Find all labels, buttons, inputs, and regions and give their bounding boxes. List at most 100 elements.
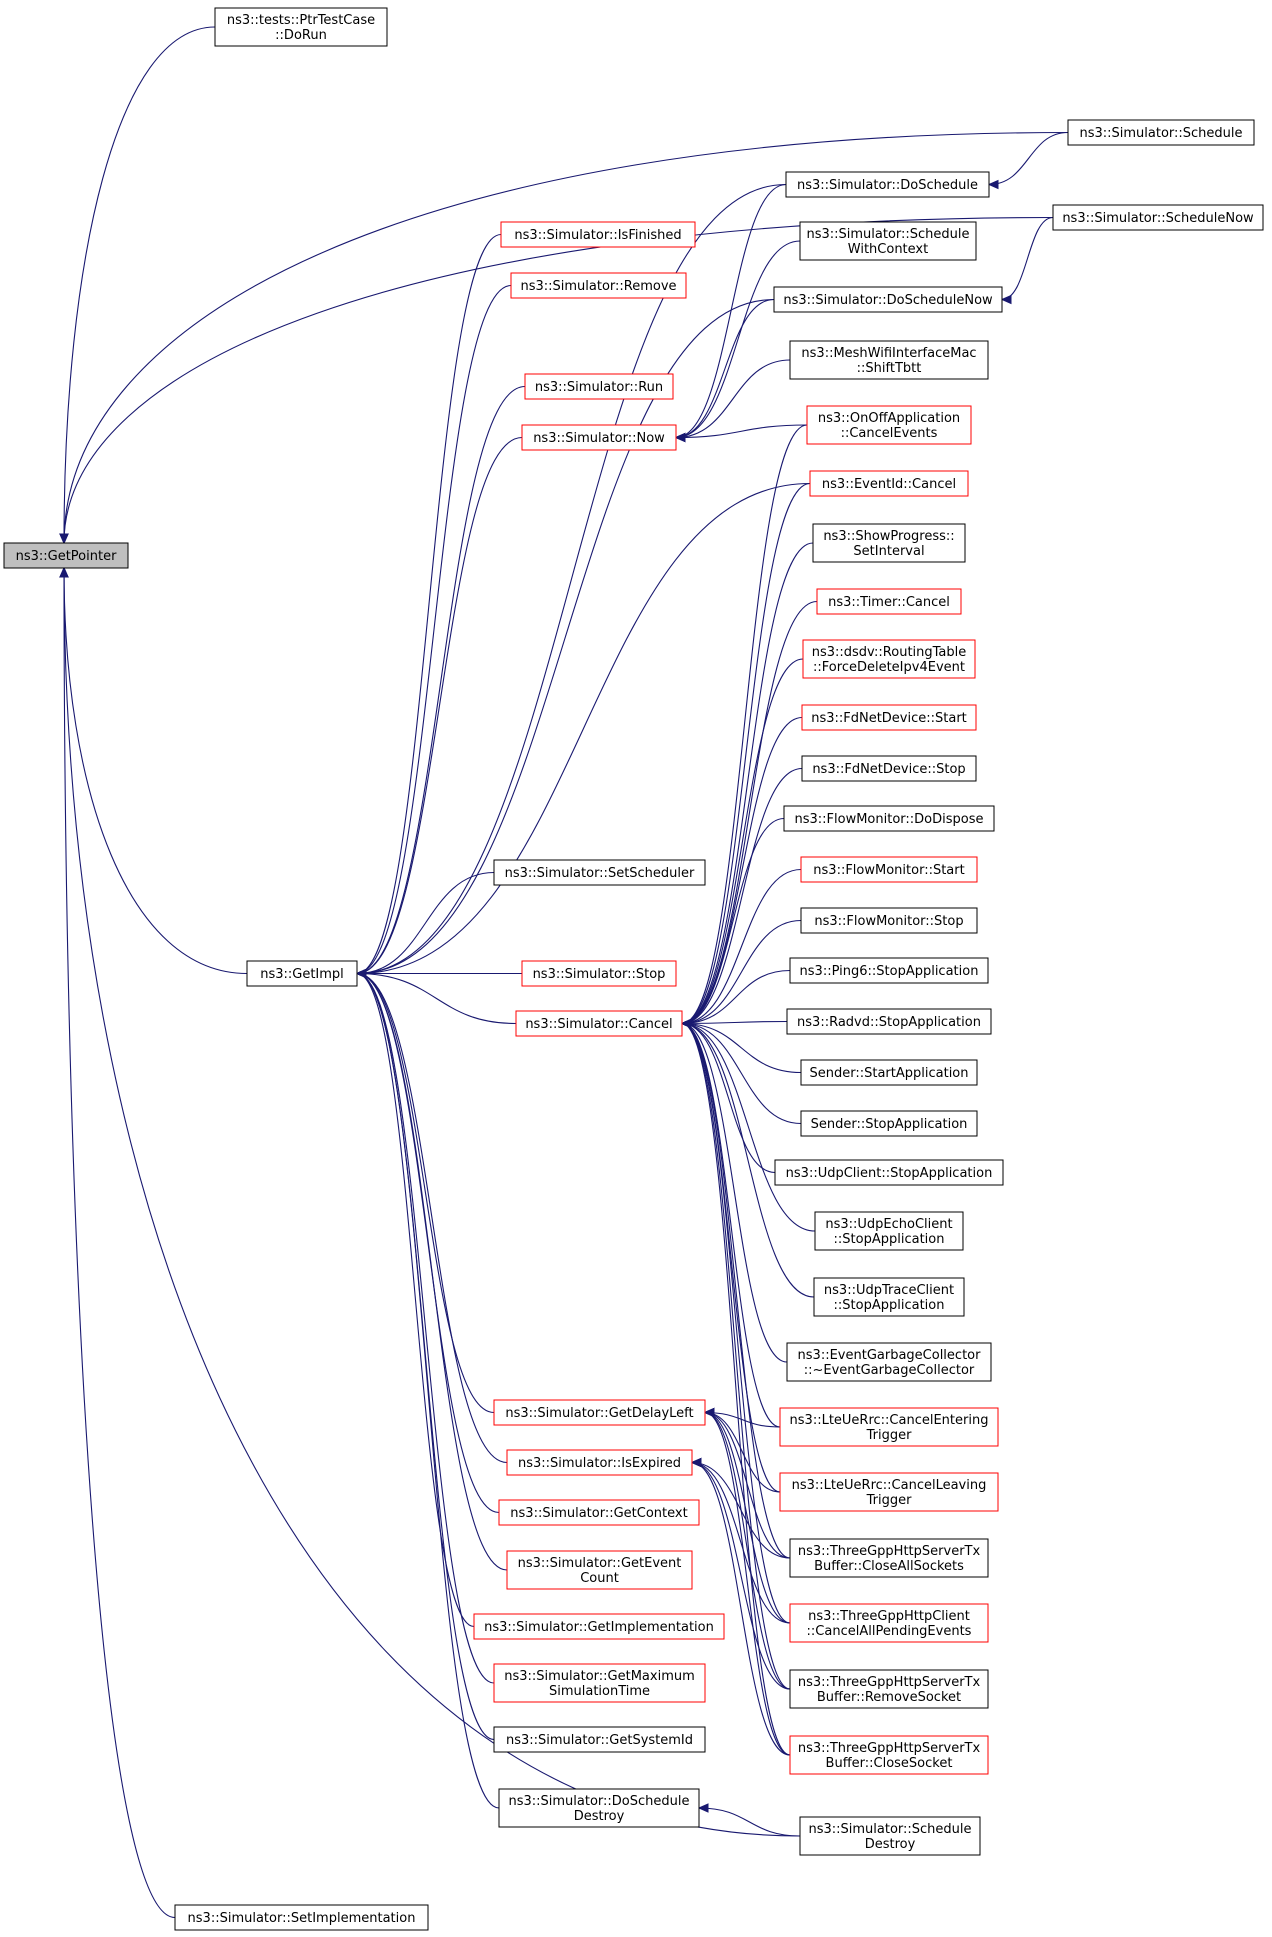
node-box[interactable]	[785, 171, 990, 198]
node-udptrace[interactable]: ns3::UdpTraceClient::StopApplication	[813, 1277, 965, 1317]
node-getsysid[interactable]: ns3::Simulator::GetSystemId	[493, 1726, 706, 1753]
node-box[interactable]	[521, 960, 677, 987]
node-box[interactable]	[493, 1399, 706, 1426]
node-closeall[interactable]: ns3::ThreeGppHttpServerTxBuffer::CloseAl…	[789, 1538, 989, 1578]
node-isfinished[interactable]: ns3::Simulator::IsFinished	[500, 221, 696, 248]
node-ping6[interactable]: ns3::Ping6::StopApplication	[789, 957, 989, 984]
node-getpointer[interactable]: ns3::GetPointer	[3, 542, 129, 569]
node-box[interactable]	[498, 1788, 700, 1828]
node-box[interactable]	[801, 704, 977, 731]
node-box[interactable]	[816, 588, 962, 615]
node-box[interactable]	[800, 907, 978, 934]
node-getimpl[interactable]: ns3::GetImpl	[246, 960, 358, 987]
node-setsched[interactable]: ns3::Simulator::SetScheduler	[493, 859, 706, 886]
node-gc[interactable]: ns3::EventGarbageCollector::~EventGarbag…	[786, 1342, 992, 1382]
node-timercancel[interactable]: ns3::Timer::Cancel	[816, 588, 962, 615]
node-box[interactable]	[1052, 204, 1264, 231]
node-box[interactable]	[498, 1499, 700, 1526]
node-getdelay[interactable]: ns3::Simulator::GetDelayLeft	[493, 1399, 706, 1426]
node-eventidcancel[interactable]: ns3::EventId::Cancel	[809, 470, 969, 497]
node-box[interactable]	[246, 960, 358, 987]
node-cancelpending[interactable]: ns3::ThreeGppHttpClient::CancelAllPendin…	[789, 1603, 989, 1643]
node-ptrtest[interactable]: ns3::tests::PtrTestCase::DoRun	[214, 7, 388, 47]
node-box[interactable]	[812, 523, 966, 563]
node-doschedule[interactable]: ns3::Simulator::DoSchedule	[785, 171, 990, 198]
node-udpclient[interactable]: ns3::UdpClient::StopApplication	[774, 1159, 1004, 1186]
node-fdstop[interactable]: ns3::FdNetDevice::Stop	[801, 755, 977, 782]
node-box[interactable]	[779, 1407, 999, 1447]
node-doschednow[interactable]: ns3::Simulator::DoScheduleNow	[773, 286, 1003, 313]
node-box[interactable]	[473, 1613, 725, 1640]
node-box[interactable]	[493, 859, 706, 886]
node-box[interactable]	[789, 1538, 989, 1578]
node-box[interactable]	[789, 1603, 989, 1643]
node-box[interactable]	[786, 1342, 992, 1382]
node-closesocket[interactable]: ns3::ThreeGppHttpServerTxBuffer::CloseSo…	[789, 1735, 989, 1775]
node-box[interactable]	[799, 1816, 981, 1856]
node-box[interactable]	[500, 221, 696, 248]
node-now[interactable]: ns3::Simulator::Now	[521, 424, 677, 451]
node-box[interactable]	[779, 1472, 999, 1512]
node-box[interactable]	[789, 340, 989, 380]
node-box[interactable]	[789, 1669, 989, 1709]
node-stop[interactable]: ns3::Simulator::Stop	[521, 960, 677, 987]
node-box[interactable]	[493, 1663, 706, 1703]
node-box[interactable]	[174, 1904, 429, 1931]
node-box[interactable]	[814, 1211, 964, 1251]
node-senderstop[interactable]: Sender::StopApplication	[800, 1110, 978, 1137]
node-meshwifi[interactable]: ns3::MeshWifiInterfaceMac::ShiftTbtt	[789, 340, 989, 380]
node-box[interactable]	[799, 221, 977, 261]
node-box[interactable]	[1067, 119, 1255, 146]
node-showprogress[interactable]: ns3::ShowProgress::SetInterval	[812, 523, 966, 563]
node-radvd[interactable]: ns3::Radvd::StopApplication	[786, 1008, 992, 1035]
node-box[interactable]	[774, 1159, 1004, 1186]
node-box[interactable]	[773, 286, 1003, 313]
node-fdstart[interactable]: ns3::FdNetDevice::Start	[801, 704, 977, 731]
node-box[interactable]	[506, 1550, 693, 1590]
node-box[interactable]	[800, 1059, 978, 1086]
node-box[interactable]	[515, 1010, 683, 1037]
node-fmstart[interactable]: ns3::FlowMonitor::Start	[800, 856, 978, 883]
node-run[interactable]: ns3::Simulator::Run	[524, 373, 674, 400]
node-box[interactable]	[493, 1726, 706, 1753]
node-box[interactable]	[806, 405, 972, 445]
node-box[interactable]	[521, 424, 677, 451]
node-dsdv[interactable]: ns3::dsdv::RoutingTable::ForceDeleteIpv4…	[802, 639, 976, 679]
node-getimplementation[interactable]: ns3::Simulator::GetImplementation	[473, 1613, 725, 1640]
node-box[interactable]	[802, 639, 976, 679]
node-removesocket[interactable]: ns3::ThreeGppHttpServerTxBuffer::RemoveS…	[789, 1669, 989, 1709]
node-remove[interactable]: ns3::Simulator::Remove	[510, 272, 687, 299]
node-box[interactable]	[801, 755, 977, 782]
node-schedule[interactable]: ns3::Simulator::Schedule	[1067, 119, 1255, 146]
node-box[interactable]	[510, 272, 687, 299]
node-box[interactable]	[813, 1277, 965, 1317]
node-box[interactable]	[800, 856, 978, 883]
node-box[interactable]	[506, 1449, 693, 1476]
node-box[interactable]	[214, 7, 388, 47]
node-senderstart[interactable]: Sender::StartApplication	[800, 1059, 978, 1086]
node-fmstop[interactable]: ns3::FlowMonitor::Stop	[800, 907, 978, 934]
node-box[interactable]	[786, 1008, 992, 1035]
node-box[interactable]	[789, 1735, 989, 1775]
node-box[interactable]	[524, 373, 674, 400]
node-box[interactable]	[800, 1110, 978, 1137]
node-udpecho[interactable]: ns3::UdpEchoClient::StopApplication	[814, 1211, 964, 1251]
node-setimpl[interactable]: ns3::Simulator::SetImplementation	[174, 1904, 429, 1931]
node-box[interactable]	[3, 542, 129, 569]
node-isexpired[interactable]: ns3::Simulator::IsExpired	[506, 1449, 693, 1476]
node-getcontext[interactable]: ns3::Simulator::GetContext	[498, 1499, 700, 1526]
node-box[interactable]	[789, 957, 989, 984]
node-box[interactable]	[809, 470, 969, 497]
node-box[interactable]	[783, 805, 995, 832]
node-onoff[interactable]: ns3::OnOffApplication::CancelEvents	[806, 405, 972, 445]
node-schedulenow[interactable]: ns3::Simulator::ScheduleNow	[1052, 204, 1264, 231]
node-cancel[interactable]: ns3::Simulator::Cancel	[515, 1010, 683, 1037]
node-fmdispose[interactable]: ns3::FlowMonitor::DoDispose	[783, 805, 995, 832]
